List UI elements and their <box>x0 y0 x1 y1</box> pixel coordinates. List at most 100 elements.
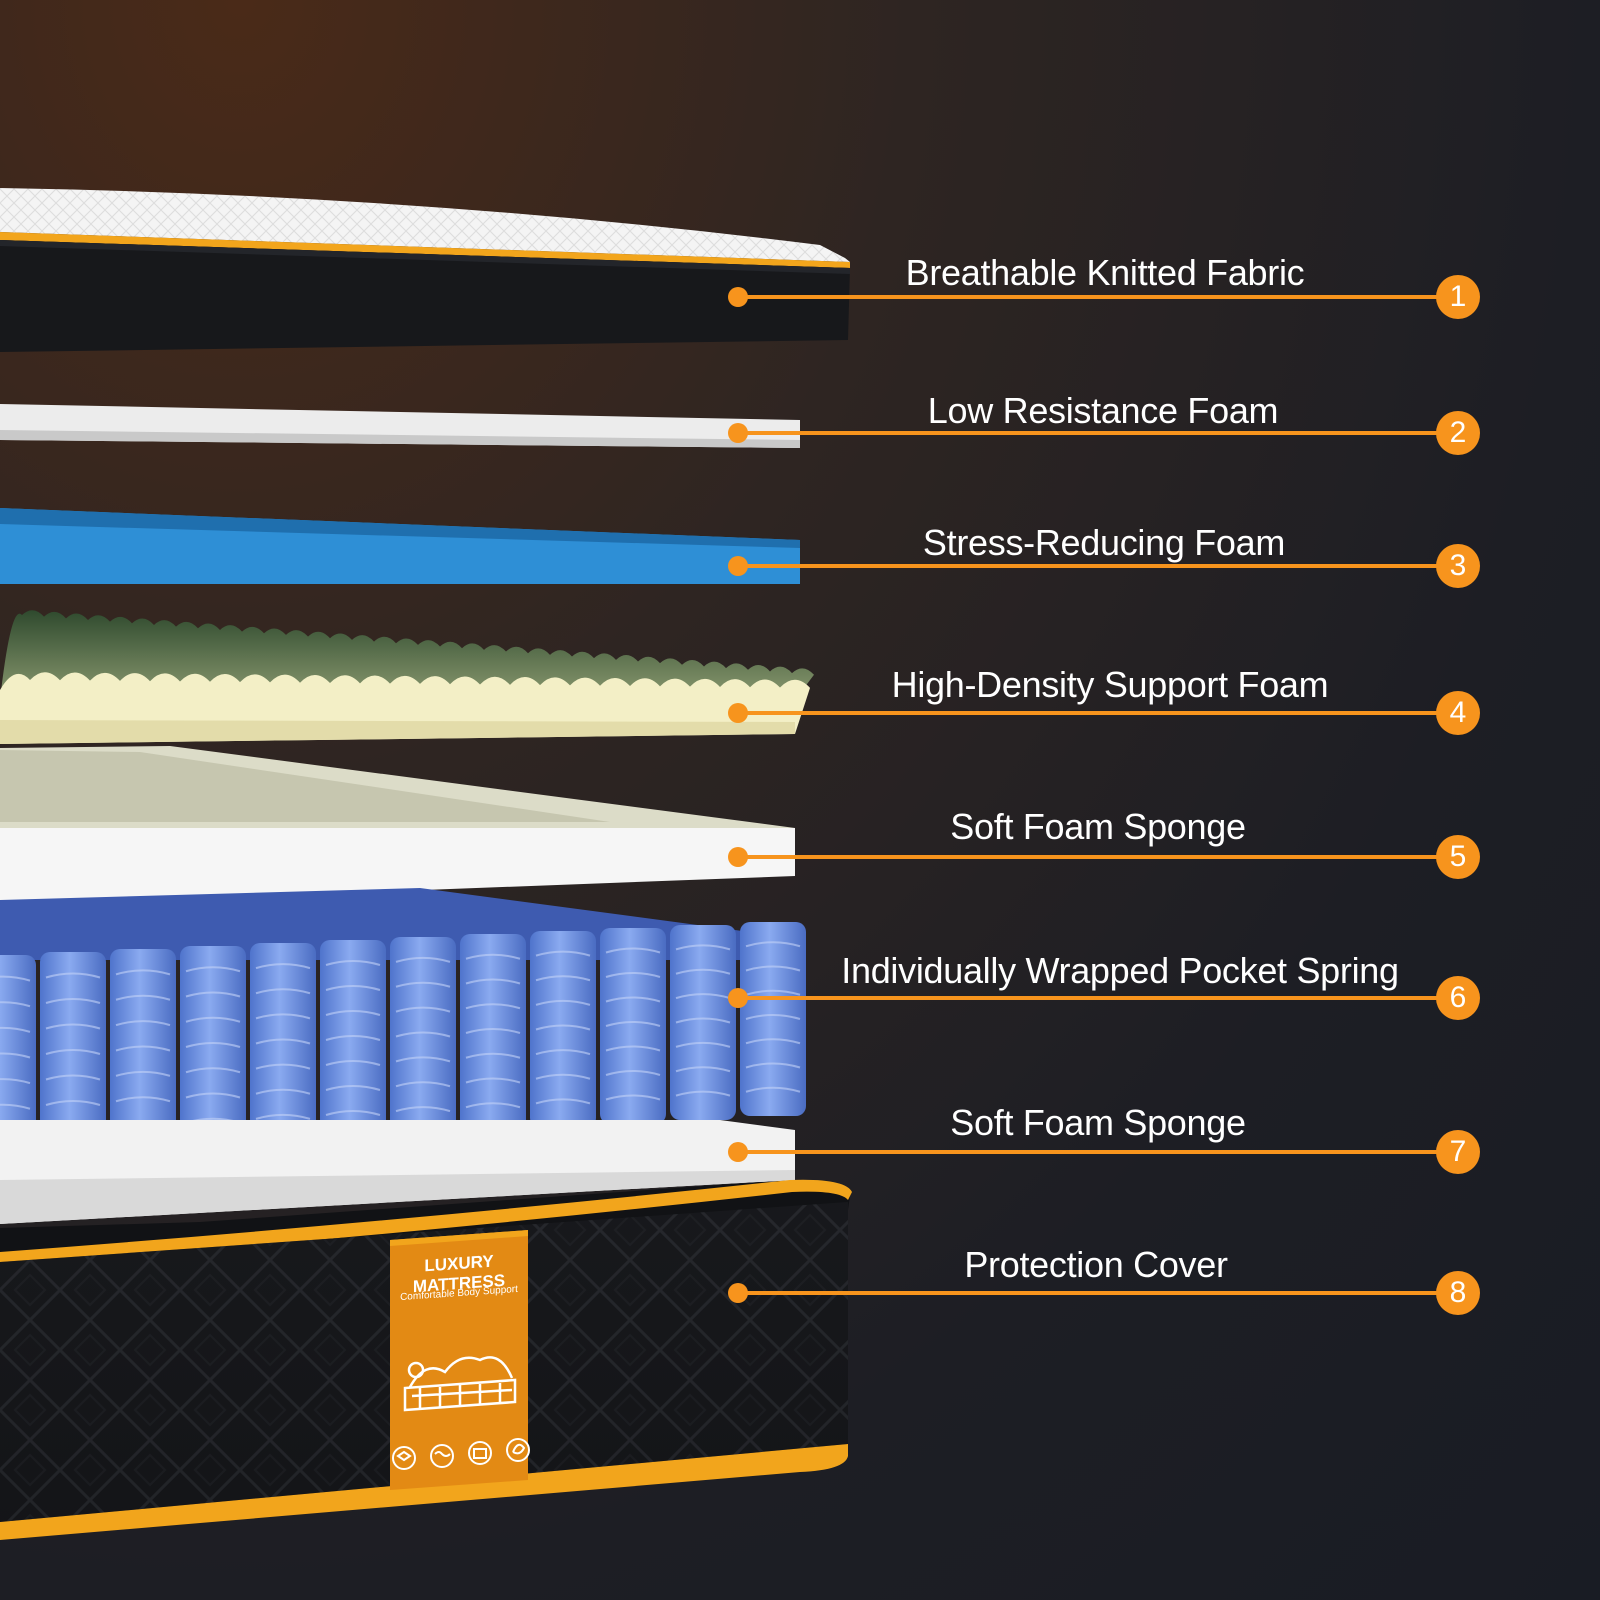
spring-coil <box>115 1070 171 1077</box>
spring-coil <box>255 1063 311 1070</box>
callout-1-line <box>738 295 1458 299</box>
spring-coil <box>395 956 451 963</box>
callout-5-dot <box>728 847 748 867</box>
callout-2-label: Low Resistance Foam <box>927 390 1279 431</box>
pocket-spring <box>460 934 526 1132</box>
spring-coil <box>745 1086 801 1093</box>
spring-coil <box>185 1016 241 1023</box>
spring-coil <box>0 975 31 982</box>
callout-4-label: High-Density Support Foam <box>891 664 1329 705</box>
spring-coil <box>185 966 241 973</box>
spring-coil <box>675 1090 731 1097</box>
spring-coil <box>395 1106 451 1113</box>
spring-coil <box>185 1042 241 1048</box>
callout-4-dot <box>728 703 748 723</box>
callout-2-dot <box>728 423 748 443</box>
pocket-spring <box>320 940 386 1140</box>
callout-5-line <box>738 855 1458 859</box>
callout-1-dot <box>728 287 748 307</box>
cube-icon <box>392 1446 416 1470</box>
spring-coil <box>115 969 171 976</box>
spring-coil <box>675 944 731 951</box>
spring-coil <box>325 960 381 966</box>
spring-coil <box>255 1088 311 1095</box>
spring-coil <box>255 1013 311 1020</box>
layer-5-soft-foam-sponge <box>0 746 795 906</box>
spring-coil <box>605 972 661 978</box>
spring-coil <box>465 1052 521 1059</box>
spring-coil <box>675 1041 731 1048</box>
spring-coil <box>465 1028 521 1034</box>
spring-coil <box>45 972 101 979</box>
callout-3-badge: 3 <box>1436 544 1480 588</box>
spring-coil <box>325 1085 381 1091</box>
spring-coil <box>745 1038 801 1045</box>
callout-5-label: Soft Foam Sponge <box>950 806 1246 847</box>
spring-coil <box>535 1049 591 1056</box>
callout-7-label: Soft Foam Sponge <box>950 1102 1246 1143</box>
callout-4-badge: 4 <box>1436 691 1480 735</box>
pocket-spring <box>40 952 106 1156</box>
pocket-spring <box>180 946 246 1148</box>
callout-3-label: Stress-Reducing Foam <box>922 522 1286 563</box>
pocket-spring <box>390 937 456 1136</box>
pocket-spring <box>740 922 806 1116</box>
spring-coil <box>45 1100 101 1106</box>
spring-coil <box>745 989 801 996</box>
spring-coil <box>325 1060 381 1066</box>
callout-4-line <box>738 711 1458 715</box>
spring-coil <box>535 1073 591 1080</box>
spring-coil <box>535 999 591 1006</box>
spring-coil <box>0 1103 31 1110</box>
spring-coil <box>605 947 661 954</box>
pocket-spring <box>110 949 176 1152</box>
layer-4-high-density-foam <box>0 610 814 744</box>
spring-coil <box>0 1078 31 1085</box>
pocket-spring <box>530 931 596 1128</box>
callout-6-line <box>738 996 1458 1000</box>
spring-coil <box>605 1094 661 1101</box>
spring-coil <box>395 1081 451 1088</box>
spring-coil <box>675 993 731 1000</box>
spring-coil <box>115 1020 171 1027</box>
spring-coil <box>115 1096 171 1103</box>
water-wave-icon <box>430 1444 454 1468</box>
spring-coil <box>535 950 591 957</box>
spring-coil <box>325 1110 381 1116</box>
layer-6-pocket-springs <box>0 888 806 1160</box>
spring-coil <box>45 1049 101 1055</box>
callout-8-badge: 8 <box>1436 1271 1480 1315</box>
spring-coil <box>745 941 801 948</box>
spring-coil <box>45 998 101 1004</box>
callout-6-badge: 6 <box>1436 976 1480 1020</box>
spring-coil <box>115 994 171 1001</box>
spring-coil <box>0 1026 31 1033</box>
spring-coil <box>465 978 521 985</box>
callout-1-badge: 1 <box>1436 275 1480 319</box>
spring-coil <box>45 1023 101 1030</box>
spring-coil <box>465 953 521 960</box>
spring-coil <box>745 965 801 972</box>
spring-coil <box>115 1045 171 1052</box>
callout-7-badge: 7 <box>1436 1130 1480 1174</box>
callout-6-label: Individually Wrapped Pocket Spring <box>841 950 1399 991</box>
spring-coil <box>0 1052 31 1059</box>
callout-7-dot <box>728 1142 748 1162</box>
spring-coil <box>605 1070 661 1076</box>
spring-coil <box>0 1001 31 1008</box>
callout-2-badge: 2 <box>1436 411 1480 455</box>
callout-3-dot <box>728 556 748 576</box>
spring-coil <box>395 1006 451 1013</box>
spring-coil <box>185 1092 241 1099</box>
spring-coil <box>605 996 661 1003</box>
pocket-spring <box>670 925 736 1120</box>
callout-3-line <box>738 564 1458 568</box>
callout-8-label: Protection Cover <box>964 1244 1228 1285</box>
spring-coil <box>535 1024 591 1031</box>
body-contour-icon <box>403 1356 517 1412</box>
spring-coil <box>395 981 451 988</box>
layer-7-soft-foam-sponge <box>0 1120 795 1224</box>
frame-icon <box>468 1441 492 1465</box>
